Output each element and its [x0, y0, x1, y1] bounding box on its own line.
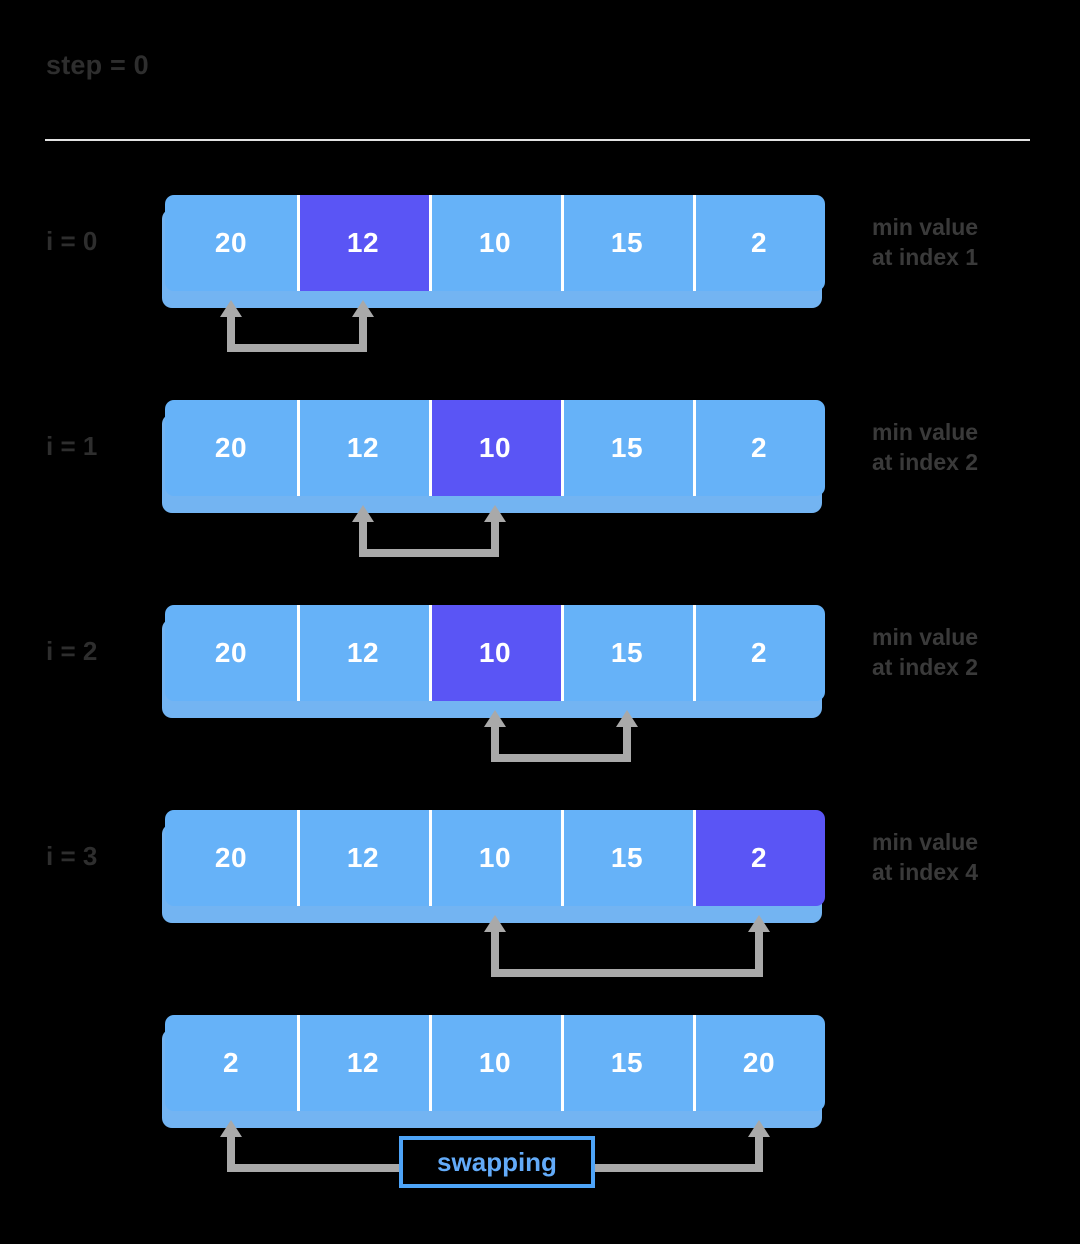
array-cell[interactable]: 20	[693, 1015, 825, 1111]
cell-divider	[297, 1015, 300, 1111]
array-cell-value: 12	[346, 1047, 380, 1078]
row-min-value-note: min value at index 4	[872, 829, 979, 886]
swap-connector-arrow	[484, 710, 638, 762]
array-cell[interactable]: 15	[561, 195, 693, 291]
step-title: step = 0	[46, 50, 149, 80]
cell-divider	[429, 400, 432, 496]
array-cell[interactable]: 2	[693, 605, 825, 701]
array-cell-value: 20	[214, 227, 248, 258]
row-index-label: i = 1	[46, 431, 98, 461]
array-cell[interactable]: 12	[297, 1015, 429, 1111]
array-cell[interactable]: 10	[429, 195, 561, 291]
array-cell-value: 20	[742, 1047, 776, 1078]
array-cell[interactable]: 20	[165, 400, 297, 496]
swap-connector-arrow	[352, 505, 506, 557]
row-index-label: i = 0	[46, 226, 98, 256]
array-cell-value: 10	[478, 1047, 512, 1078]
array-cell-value: 12	[346, 227, 380, 258]
array-cell-value: 15	[610, 227, 644, 258]
array-cell[interactable]: 15	[561, 1015, 693, 1111]
cell-divider	[561, 605, 564, 701]
swap-connector-arrow	[484, 915, 770, 977]
array-cell-value: 12	[346, 842, 380, 873]
array-cell-value: 2	[750, 637, 768, 668]
array-cell-value: 20	[214, 842, 248, 873]
cell-divider	[297, 810, 300, 906]
array-cell[interactable]: 10	[429, 1015, 561, 1111]
array-cell-value: 20	[214, 637, 248, 668]
cell-divider	[693, 605, 696, 701]
array-cell[interactable]: 12	[297, 810, 429, 906]
array-cell[interactable]: 10	[429, 605, 561, 701]
array-bar: 20 12 10 15 2	[165, 400, 825, 496]
array-cell-value: 10	[478, 432, 512, 463]
cell-divider	[693, 1015, 696, 1111]
row-min-value-note: min value at index 2	[872, 624, 979, 681]
array-bar: 2 12 10 15 20	[165, 1015, 825, 1111]
array-cell[interactable]: 2	[165, 1015, 297, 1111]
cell-divider	[693, 400, 696, 496]
array-cell[interactable]: 2	[693, 400, 825, 496]
array-cell[interactable]: 20	[165, 195, 297, 291]
cell-divider	[429, 810, 432, 906]
cell-divider	[429, 1015, 432, 1111]
cell-divider	[297, 605, 300, 701]
array-cell-value: 2	[750, 432, 768, 463]
cell-divider	[429, 605, 432, 701]
array-cell[interactable]: 20	[165, 605, 297, 701]
cell-divider	[561, 195, 564, 291]
connector-bracket	[359, 522, 499, 557]
array-cell-value: 10	[478, 637, 512, 668]
row-min-value-note: min value at index 1	[872, 214, 979, 271]
cell-divider	[297, 400, 300, 496]
array-cell[interactable]: 15	[561, 605, 693, 701]
array-cell-value: 15	[610, 432, 644, 463]
array-bar: 20 12 10 15 2	[165, 810, 825, 906]
array-bar: 20 12 10 15 2	[165, 605, 825, 701]
array-cell[interactable]: 20	[165, 810, 297, 906]
array-cell[interactable]: 12	[297, 195, 429, 291]
cell-divider	[693, 195, 696, 291]
connector-bracket	[491, 932, 763, 977]
array-cell[interactable]: 2	[693, 810, 825, 906]
swapping-badge-label: swapping	[437, 1146, 557, 1177]
header-divider-rule	[45, 139, 1030, 141]
array-cell[interactable]: 15	[561, 810, 693, 906]
cell-divider	[429, 195, 432, 291]
array-cell-value: 12	[346, 637, 380, 668]
swap-connector-arrow	[220, 300, 374, 352]
array-cell[interactable]: 10	[429, 400, 561, 496]
array-bar: 20 12 10 15 2	[165, 195, 825, 291]
array-cell-value: 12	[346, 432, 380, 463]
array-cell-value: 10	[478, 227, 512, 258]
cell-divider	[561, 400, 564, 496]
array-cell-value: 10	[478, 842, 512, 873]
array-cell[interactable]: 2	[693, 195, 825, 291]
array-cell-value: 15	[610, 637, 644, 668]
connector-bracket	[227, 317, 367, 352]
connector-bracket	[491, 727, 631, 762]
cell-divider	[693, 810, 696, 906]
array-cell-value: 15	[610, 1047, 644, 1078]
array-cell[interactable]: 10	[429, 810, 561, 906]
cell-divider	[561, 1015, 564, 1111]
array-cell-value: 2	[750, 227, 768, 258]
cell-divider	[297, 195, 300, 291]
array-cell-value: 2	[222, 1047, 240, 1078]
array-cell[interactable]: 12	[297, 400, 429, 496]
array-cell[interactable]: 12	[297, 605, 429, 701]
array-cell-value: 15	[610, 842, 644, 873]
row-index-label: i = 3	[46, 841, 98, 871]
row-min-value-note: min value at index 2	[872, 419, 979, 476]
array-cell-value: 20	[214, 432, 248, 463]
array-cell[interactable]: 15	[561, 400, 693, 496]
cell-divider	[561, 810, 564, 906]
swapping-badge: swapping	[399, 1136, 595, 1188]
row-index-label: i = 2	[46, 636, 98, 666]
array-cell-value: 2	[750, 842, 768, 873]
